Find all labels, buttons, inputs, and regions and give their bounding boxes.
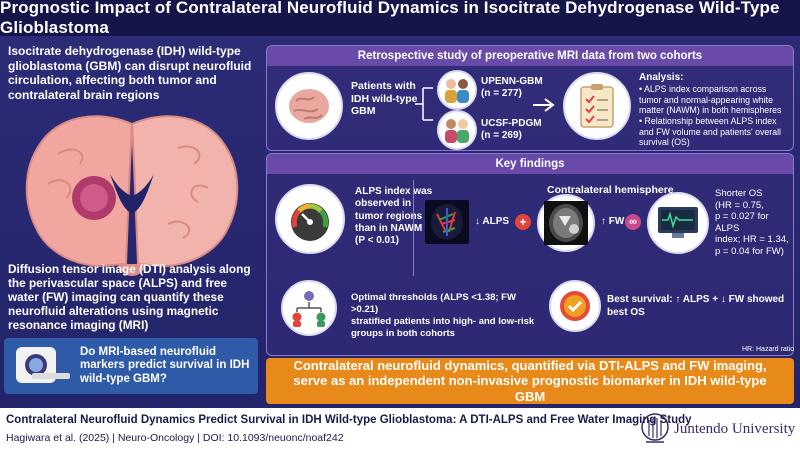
university-logo-icon — [641, 413, 669, 443]
divider — [413, 180, 414, 276]
analysis-item: • ALPS index comparison across tumor and… — [639, 84, 782, 115]
dti-map-image — [425, 200, 469, 244]
alps-lower-line: (P < 0.01) — [355, 235, 400, 247]
shorter-os-text: Shorter OS (HR = 0.75, p = 0.027 for ALP… — [715, 188, 795, 258]
fw-brain-scan-icon — [537, 194, 595, 252]
infinity-icon: ∞ — [625, 214, 641, 230]
alps-lower-line: ALPS index was — [355, 186, 433, 197]
mri-scanner-icon — [16, 347, 70, 383]
contralateral-title: Contralateral hemisphere — [547, 184, 674, 196]
analysis-title: Analysis: — [639, 72, 684, 83]
analysis-item-text: Relationship between ALPS index and FW v… — [639, 116, 782, 147]
cohort1-people-icon — [437, 70, 477, 110]
stratification-icon — [281, 280, 337, 336]
findings-panel: Key findings ALPS index was observed in … — [266, 153, 794, 356]
footer-title: Contralateral Neurofluid Dynamics Predic… — [6, 414, 692, 426]
best-survival-line: best OS — [607, 306, 645, 318]
cohort1-name: UPENN-GBM — [481, 76, 543, 87]
checklist-icon — [563, 72, 631, 140]
infographic-canvas: Prognostic Impact of Contralateral Neuro… — [0, 0, 800, 408]
down-alps-label: ↓ ALPS — [475, 216, 510, 227]
best-survival-text: Best survival: ↑ ALPS + ↓ FW showed best… — [607, 294, 787, 319]
research-question-box: Do MRI-based neurofluid markers predict … — [4, 338, 258, 394]
left-column: Isocitrate dehydrogenase (IDH) wild-type… — [0, 36, 262, 408]
brain-scan-icon — [275, 72, 343, 140]
best-survival-line: Best survival: ↑ ALPS + ↓ FW showed — [607, 294, 785, 305]
patients-label: Patients with IDH wild-type GBM — [351, 80, 418, 117]
shorter-os-line: index; HR = 1.34, — [715, 234, 789, 246]
study-header: Retrospective study of preoperative MRI … — [267, 46, 793, 66]
shorter-os-line: Shorter OS — [715, 188, 763, 199]
up-fw-label: ↑ FW — [601, 216, 625, 227]
thresholds-line: groups in both cohorts — [351, 328, 455, 339]
monitor-icon — [647, 192, 709, 254]
intro-text: Isocitrate dehydrogenase (IDH) wild-type… — [8, 44, 252, 102]
gauge-icon — [275, 184, 345, 254]
footer: Contralateral Neurofluid Dynamics Predic… — [0, 408, 800, 450]
shorter-os-line: (HR = 0.75, — [715, 199, 764, 211]
title-bar: Prognostic Impact of Contralateral Neuro… — [0, 0, 800, 37]
alps-lower-line: tumor regions — [355, 210, 423, 222]
alps-lower-line: observed in — [355, 198, 412, 210]
findings-header: Key findings — [267, 154, 793, 174]
cohort2-people-icon — [437, 110, 477, 150]
university-name: Juntendo University — [674, 421, 796, 437]
medal-icon — [549, 280, 601, 332]
cohort-bracket — [415, 87, 433, 121]
shorter-os-line: p = 0.04 for FW) — [715, 245, 784, 257]
hazard-ratio-note: HR: Hazard ratio — [742, 346, 795, 353]
shorter-os-line: p = 0.027 for ALPS — [715, 211, 769, 234]
conclusion-text: Contralateral neurofluid dynamics, quant… — [293, 357, 767, 404]
dti-text: Diffusion tensor image (DTI) analysis al… — [8, 262, 251, 332]
cohort2-count: (n = 269) — [481, 130, 522, 141]
brain-illustration — [25, 115, 239, 276]
analysis-item: • Relationship between ALPS index and FW… — [639, 116, 782, 147]
page-title: Prognostic Impact of Contralateral Neuro… — [0, 0, 780, 37]
arrow-right-icon — [533, 98, 555, 112]
thresholds-line: Optimal thresholds (ALPS <1.38; FW >0.21… — [351, 292, 516, 315]
cohort2-name: UCSF-PDGM — [481, 118, 542, 129]
plus-icon: + — [515, 214, 531, 230]
cohort1-count: (n = 277) — [481, 88, 522, 99]
analysis-item-text: ALPS index comparison across tumor and n… — [639, 84, 782, 115]
thresholds-line: stratified patients into high- and low-r… — [351, 316, 535, 327]
conclusion-banner: Contralateral neurofluid dynamics, quant… — [266, 358, 794, 404]
footer-citation: Hagiwara et al. (2025) | Neuro-Oncology … — [6, 432, 344, 444]
research-question: Do MRI-based neurofluid markers predict … — [80, 345, 250, 385]
study-panel: Retrospective study of preoperative MRI … — [266, 45, 794, 151]
alps-lower-text: ALPS index was observed in tumor regions… — [355, 186, 435, 247]
alps-lower-line: than in NAWM — [355, 222, 423, 234]
thresholds-text: Optimal thresholds (ALPS <1.38; FW >0.21… — [351, 292, 541, 340]
